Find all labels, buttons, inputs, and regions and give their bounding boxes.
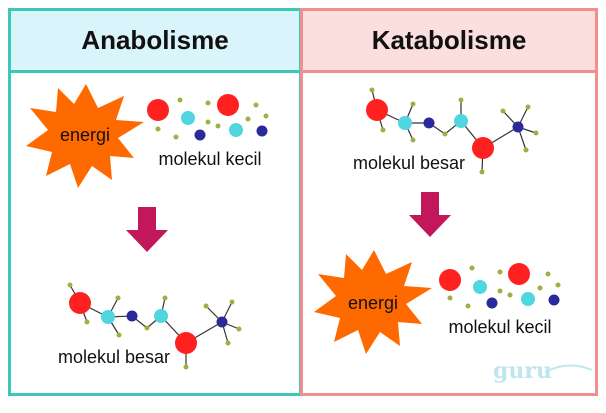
anabolism-title: Anabolisme — [11, 11, 299, 73]
catabolism-title: Katabolisme — [303, 11, 595, 73]
large-molecule-right — [366, 87, 539, 175]
large-molecule-left — [67, 282, 242, 370]
watermark-logo: guru — [493, 358, 552, 384]
arrow-down-right — [409, 192, 451, 237]
arrow-down-left — [126, 207, 168, 252]
watermark-swoosh-icon — [544, 364, 593, 373]
small-molecules-label-left: molekul kecil — [158, 149, 261, 169]
energy-label-left: energi — [60, 125, 110, 145]
small-molecules-left — [147, 94, 269, 141]
energy-burst-left — [26, 84, 144, 188]
small-molecules-right — [439, 263, 561, 309]
energy-label-right: energi — [348, 293, 398, 313]
energy-burst-right — [314, 250, 432, 354]
anabolism-panel: Anabolisme — [8, 8, 302, 396]
catabolism-panel: Katabolisme — [300, 8, 598, 396]
large-molecule-label-left: molekul besar — [58, 347, 170, 367]
large-molecule-label-right: molekul besar — [353, 153, 465, 173]
small-molecules-label-right: molekul kecil — [448, 317, 551, 337]
